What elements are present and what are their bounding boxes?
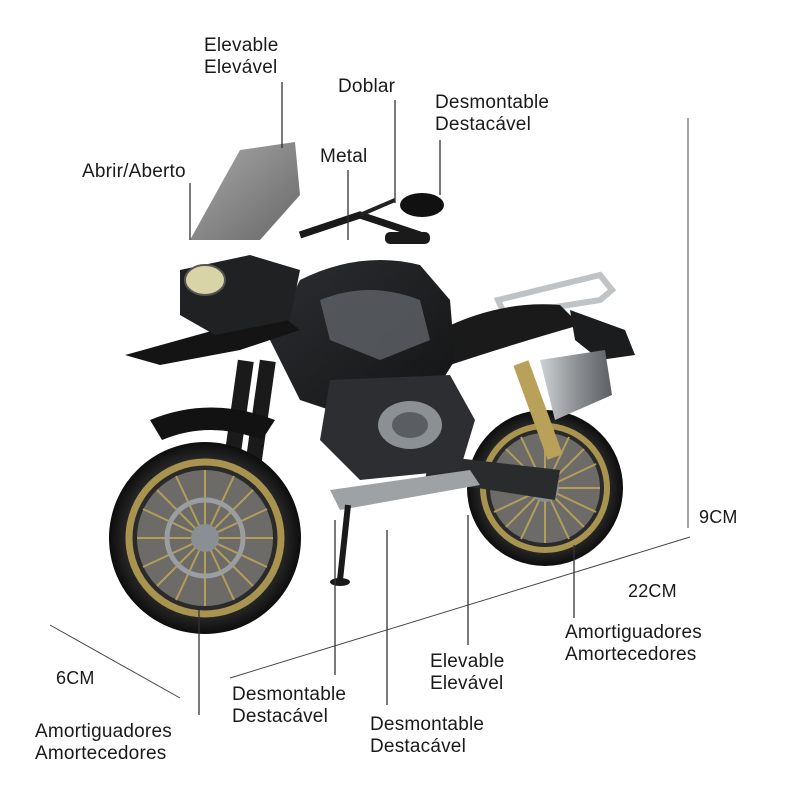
- label-doblar: Doblar: [338, 76, 396, 97]
- label-elevable-top: Elevable Elevável: [204, 35, 279, 78]
- label-elevable-bottom: Elevable Elevável: [430, 651, 505, 694]
- label-desmontable-mid: Desmontable Destacável: [370, 714, 485, 757]
- leader-lines: [189, 82, 575, 715]
- dimension-lines: [49, 118, 691, 699]
- label-abrir: Abrir/Aberto: [82, 161, 186, 182]
- label-amortiguadores-rear: Amortiguadores Amortecedores: [565, 622, 702, 665]
- label-desmontable-top: Desmontable Destacável: [435, 92, 550, 135]
- label-metal: Metal: [320, 146, 368, 167]
- dimension-width: 6CM: [56, 668, 95, 688]
- dimension-height: 9CM: [699, 507, 738, 527]
- label-amortiguadores-front: Amortiguadores Amortecedores: [35, 721, 172, 764]
- label-desmontable-left: Desmontable Destacável: [232, 684, 347, 727]
- motorcycle-body: [125, 142, 635, 510]
- dimension-length: 22CM: [628, 581, 677, 601]
- side-stand: [330, 504, 351, 586]
- front-wheel: [109, 407, 301, 634]
